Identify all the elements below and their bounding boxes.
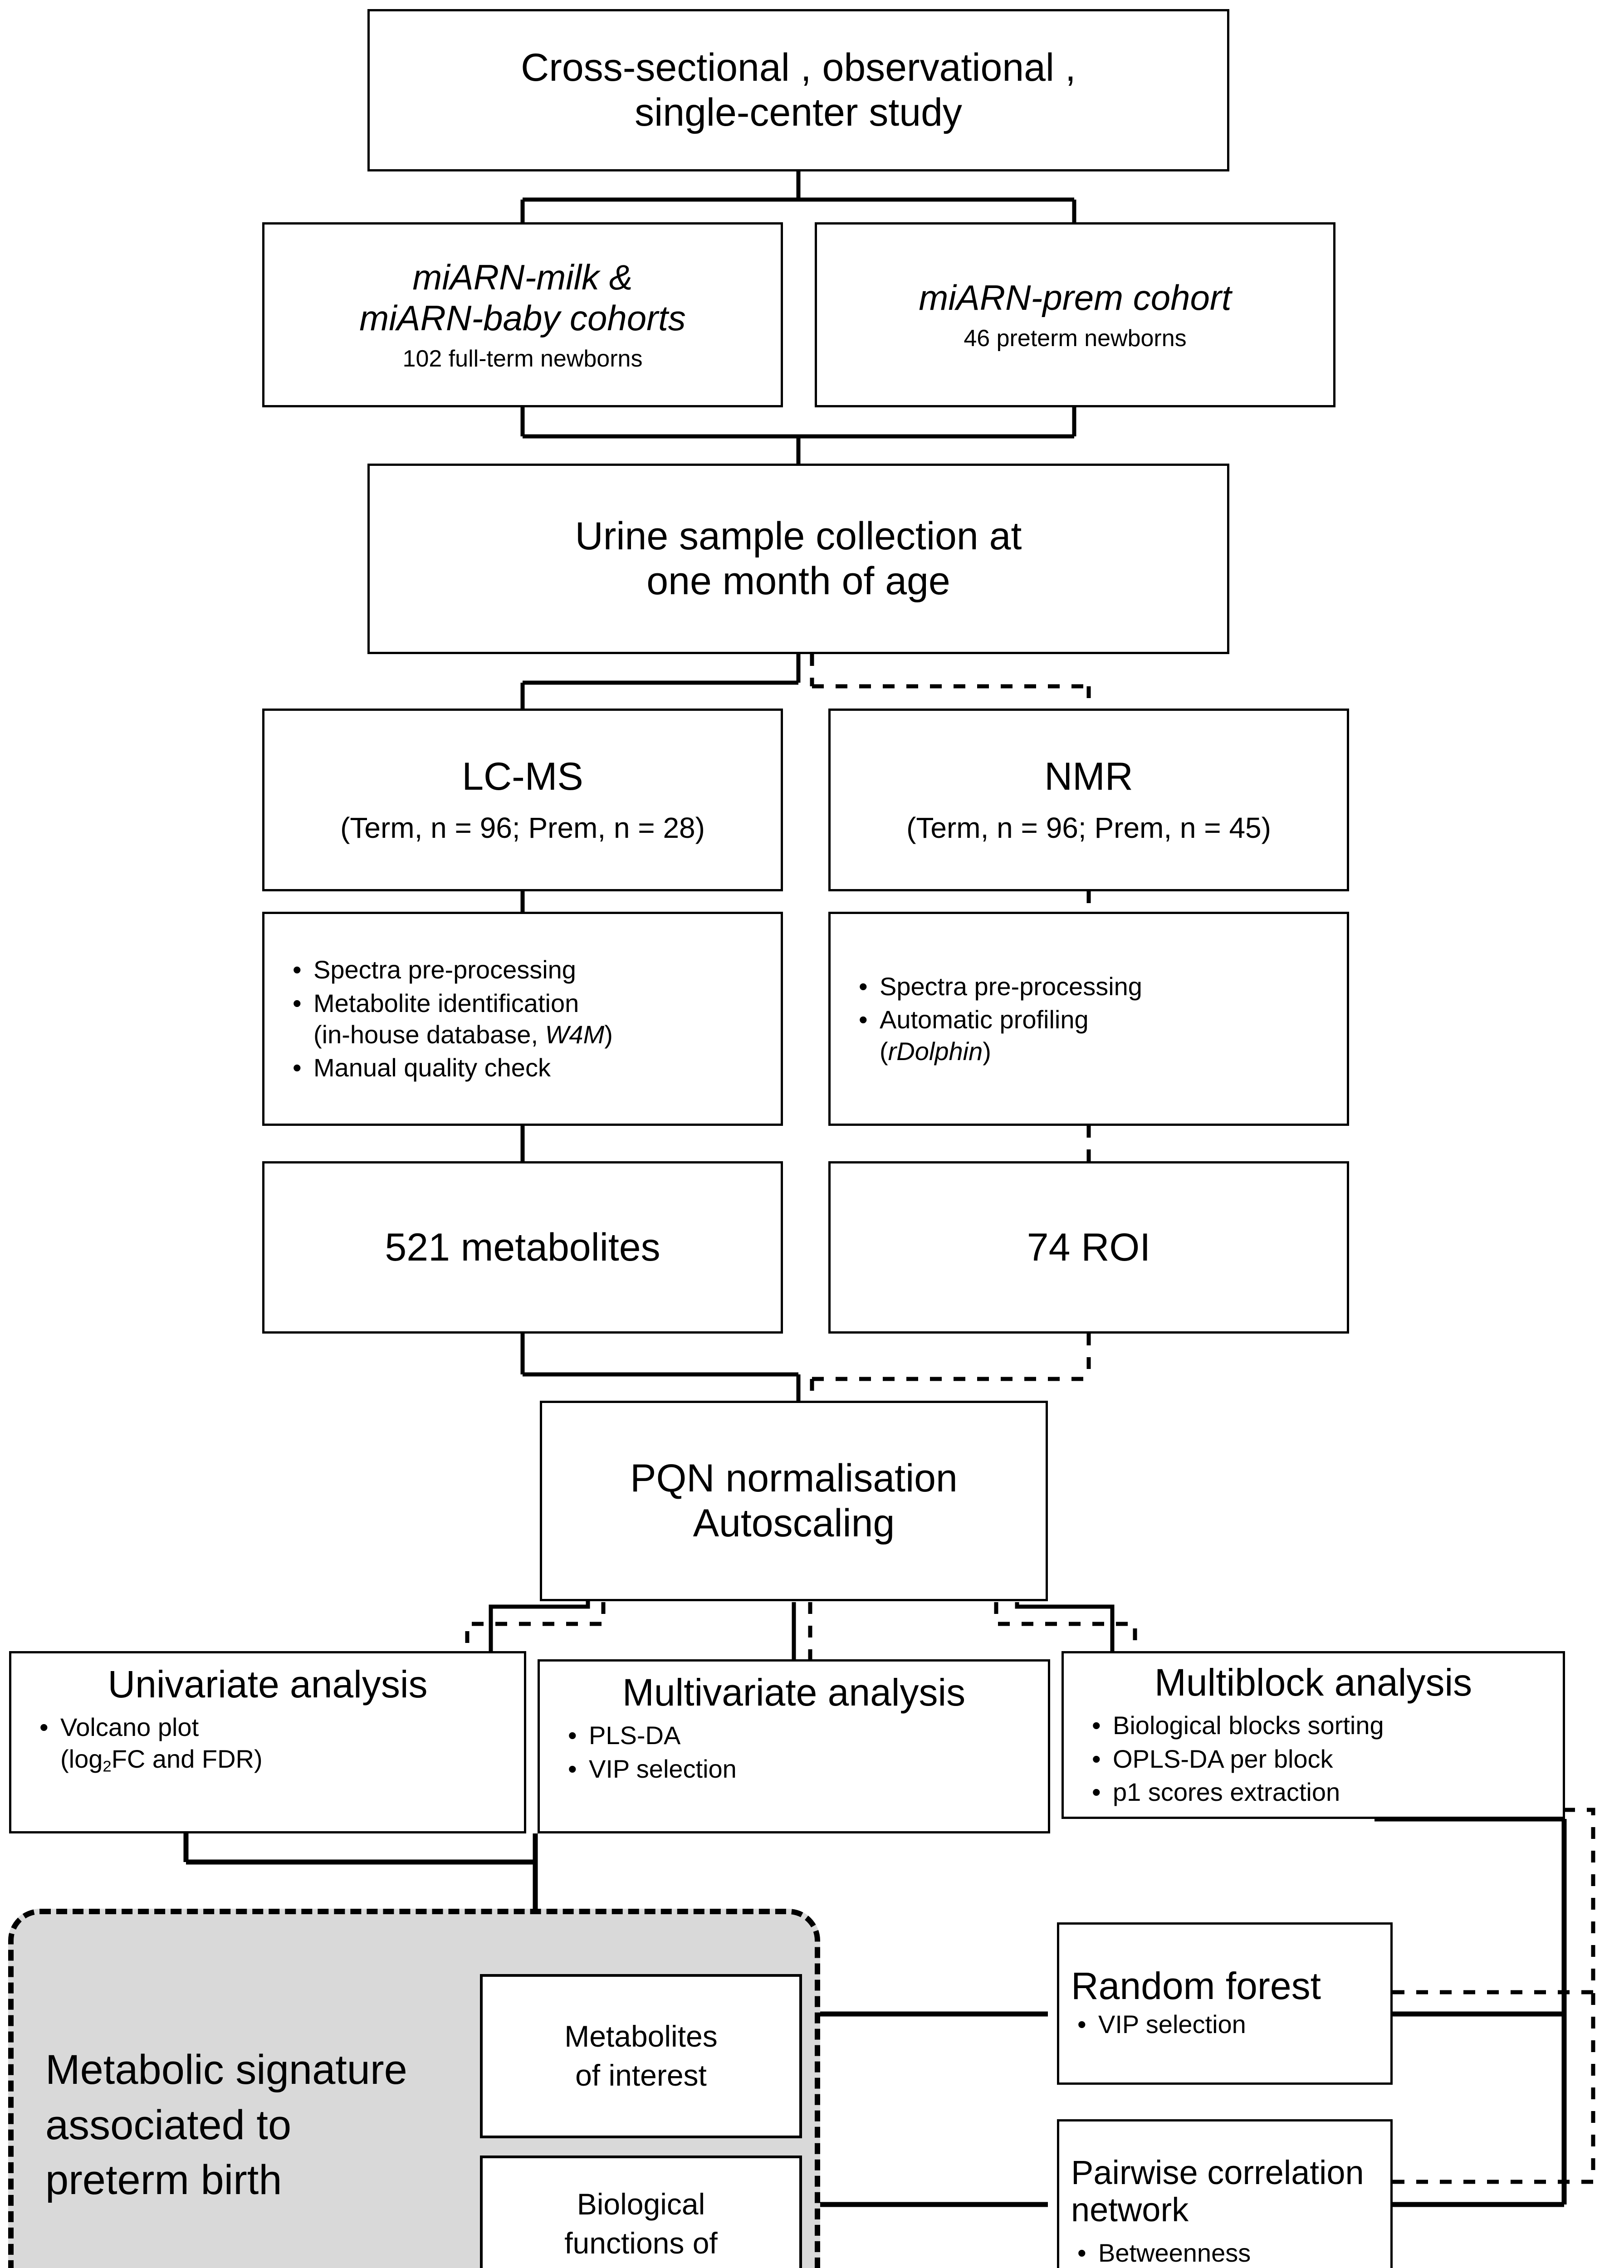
node-cohort-term-sub: 102 full-term newborns	[402, 345, 643, 372]
list-item: • Metabolite identification(in-house dat…	[293, 987, 770, 1051]
edge-norm-to-univariate-dashed	[465, 1602, 606, 1651]
node-normalisation[interactable]: PQN normalisation Autoscaling	[540, 1401, 1048, 1601]
bullet-dot-icon: •	[293, 955, 302, 984]
list-item: • VIP selection	[568, 1753, 1037, 1784]
bullet-dot-icon: •	[1092, 1778, 1101, 1807]
bullet-text: Spectra pre-processing	[880, 972, 1142, 1001]
node-cohort-prem-label: miARN-prem cohort	[919, 278, 1232, 318]
bullet-dot-icon: •	[568, 1754, 577, 1783]
list-item: • Biological blocks sorting	[1092, 1710, 1552, 1741]
bullet-text: p1 scores extraction	[1113, 1778, 1340, 1807]
metabolites-of-interest-label: Metabolites of interest	[564, 2019, 718, 2092]
bullet-text: Volcano plot(log2FC and FDR)	[60, 1713, 263, 1775]
bullet-text: VIP selection	[1098, 2010, 1246, 2039]
list-item: • Spectra pre-processing	[293, 954, 770, 985]
edge-network-dashed-up	[1393, 1992, 1595, 2184]
bullet-dot-icon: •	[39, 1713, 49, 1742]
node-cohort-prem[interactable]: miARN-prem cohort 46 preterm newborns	[815, 222, 1335, 407]
node-nmr-label: NMR	[1044, 755, 1133, 799]
bullet-text: Manual quality check	[313, 1053, 551, 1082]
node-nmr[interactable]: NMR (Term, n = 96; Prem, n = 45)	[828, 709, 1349, 891]
bullet-text: OPLS-DA per block	[1113, 1744, 1333, 1773]
node-cohort-term[interactable]: miARN-milk & miARN-baby cohorts 102 full…	[262, 222, 783, 407]
node-metabolites-count-label: 521 metabolites	[385, 1225, 660, 1269]
nmr-bullet-list: • Spectra pre-processing • Automatic pro…	[831, 969, 1347, 1069]
node-correlation-network[interactable]: Pairwise correlation network • Betweenne…	[1057, 2119, 1393, 2268]
multivariate-title: Multivariate analysis	[622, 1671, 966, 1714]
node-urine-collection[interactable]: Urine sample collection at one month of …	[367, 464, 1229, 654]
random-forest-title: Random forest	[1071, 1965, 1321, 2008]
node-urine-label: Urine sample collection at one month of …	[575, 514, 1022, 603]
random-forest-bullet-list: • VIP selection	[1059, 2007, 1390, 2042]
edge-norm-to-univariate	[489, 1602, 590, 1651]
node-lcms-sub: (Term, n = 96; Prem, n = 28)	[340, 811, 705, 844]
list-item: • OPLS-DA per block	[1092, 1743, 1552, 1774]
bullet-text: Biological blocks sorting	[1113, 1711, 1384, 1740]
node-nmr-steps[interactable]: • Spectra pre-processing • Automatic pro…	[828, 912, 1349, 1126]
bullet-dot-icon: •	[1092, 1711, 1101, 1740]
node-random-forest[interactable]: Random forest • VIP selection	[1057, 1922, 1393, 2085]
bullet-text: Spectra pre-processing	[313, 955, 576, 984]
node-roi-count[interactable]: 74 ROI	[828, 1161, 1349, 1334]
biological-functions-label: Biological functions of interest	[564, 2187, 718, 2268]
signature-label: Metabolic signature associated to preter…	[45, 2047, 407, 2204]
node-metabolites-of-interest[interactable]: Metabolites of interest	[480, 1974, 802, 2138]
bullet-dot-icon: •	[1077, 2238, 1086, 2267]
list-item: • Spectra pre-processing	[859, 971, 1336, 1002]
edge-rf-dashed-up	[1393, 1808, 1595, 1994]
node-univariate-analysis[interactable]: Univariate analysis • Volcano plot(log2F…	[9, 1651, 526, 1833]
bullet-text: PLS-DA	[589, 1721, 681, 1750]
list-item: • Betweenness centrality selection	[1077, 2237, 1379, 2268]
edge-norm-to-multiblock-dashed	[994, 1602, 1137, 1651]
node-multivariate-analysis[interactable]: Multivariate analysis • PLS-DA • VIP sel…	[538, 1659, 1050, 1833]
multivariate-bullet-list: • PLS-DA • VIP selection	[540, 1718, 1048, 1786]
bullet-text: Metabolite identification(in-house datab…	[313, 988, 613, 1049]
correlation-network-title: Pairwise correlation network	[1071, 2154, 1364, 2229]
node-lcms-label: LC-MS	[462, 755, 583, 799]
bullet-dot-icon: •	[1092, 1744, 1101, 1773]
bullet-dot-icon: •	[293, 988, 302, 1017]
bullet-text: Automatic profiling(rDolphin)	[880, 1005, 1089, 1066]
node-normalisation-label: PQN normalisation Autoscaling	[630, 1457, 958, 1545]
list-item: • Automatic profiling(rDolphin)	[859, 1004, 1336, 1067]
node-cohort-prem-sub: 46 preterm newborns	[964, 325, 1187, 352]
node-cohort-term-label: miARN-milk & miARN-baby cohorts	[359, 257, 686, 338]
node-study[interactable]: Cross-sectional , observational , single…	[367, 9, 1229, 171]
node-metabolites-count[interactable]: 521 metabolites	[262, 1161, 783, 1334]
node-roi-count-label: 74 ROI	[1027, 1225, 1151, 1269]
bullet-text: VIP selection	[589, 1754, 737, 1783]
list-item: • VIP selection	[1077, 2009, 1379, 2040]
bullet-dot-icon: •	[859, 1005, 868, 1034]
univariate-title: Univariate analysis	[108, 1663, 428, 1706]
node-multiblock-analysis[interactable]: Multiblock analysis • Biological blocks …	[1061, 1651, 1565, 1819]
bullet-dot-icon: •	[293, 1053, 302, 1082]
edge-norm-to-multiblock	[1015, 1602, 1115, 1651]
bullet-text: Betweenness centrality selection	[1098, 2238, 1251, 2267]
node-lcms[interactable]: LC-MS (Term, n = 96; Prem, n = 28)	[262, 709, 783, 891]
bullet-dot-icon: •	[859, 972, 868, 1001]
bullet-dot-icon: •	[1077, 2010, 1086, 2039]
list-item: • PLS-DA	[568, 1720, 1037, 1751]
univariate-bullet-list: • Volcano plot(log2FC and FDR)	[11, 1710, 524, 1778]
bullet-dot-icon: •	[568, 1721, 577, 1750]
list-item: • Manual quality check	[293, 1052, 770, 1083]
node-study-label: Cross-sectional , observational , single…	[521, 46, 1076, 134]
multiblock-bullet-list: • Biological blocks sorting • OPLS-DA pe…	[1064, 1708, 1563, 1809]
multiblock-title: Multiblock analysis	[1154, 1661, 1472, 1704]
correlation-network-bullet-list: • Betweenness centrality selection	[1059, 2235, 1390, 2268]
lcms-bullet-list: • Spectra pre-processing • Metabolite id…	[264, 952, 781, 1085]
node-nmr-sub: (Term, n = 96; Prem, n = 45)	[906, 811, 1271, 844]
list-item: • p1 scores extraction	[1092, 1776, 1552, 1808]
node-biological-functions[interactable]: Biological functions of interest	[480, 2156, 802, 2268]
list-item: • Volcano plot(log2FC and FDR)	[39, 1711, 513, 1776]
node-lcms-steps[interactable]: • Spectra pre-processing • Metabolite id…	[262, 912, 783, 1126]
